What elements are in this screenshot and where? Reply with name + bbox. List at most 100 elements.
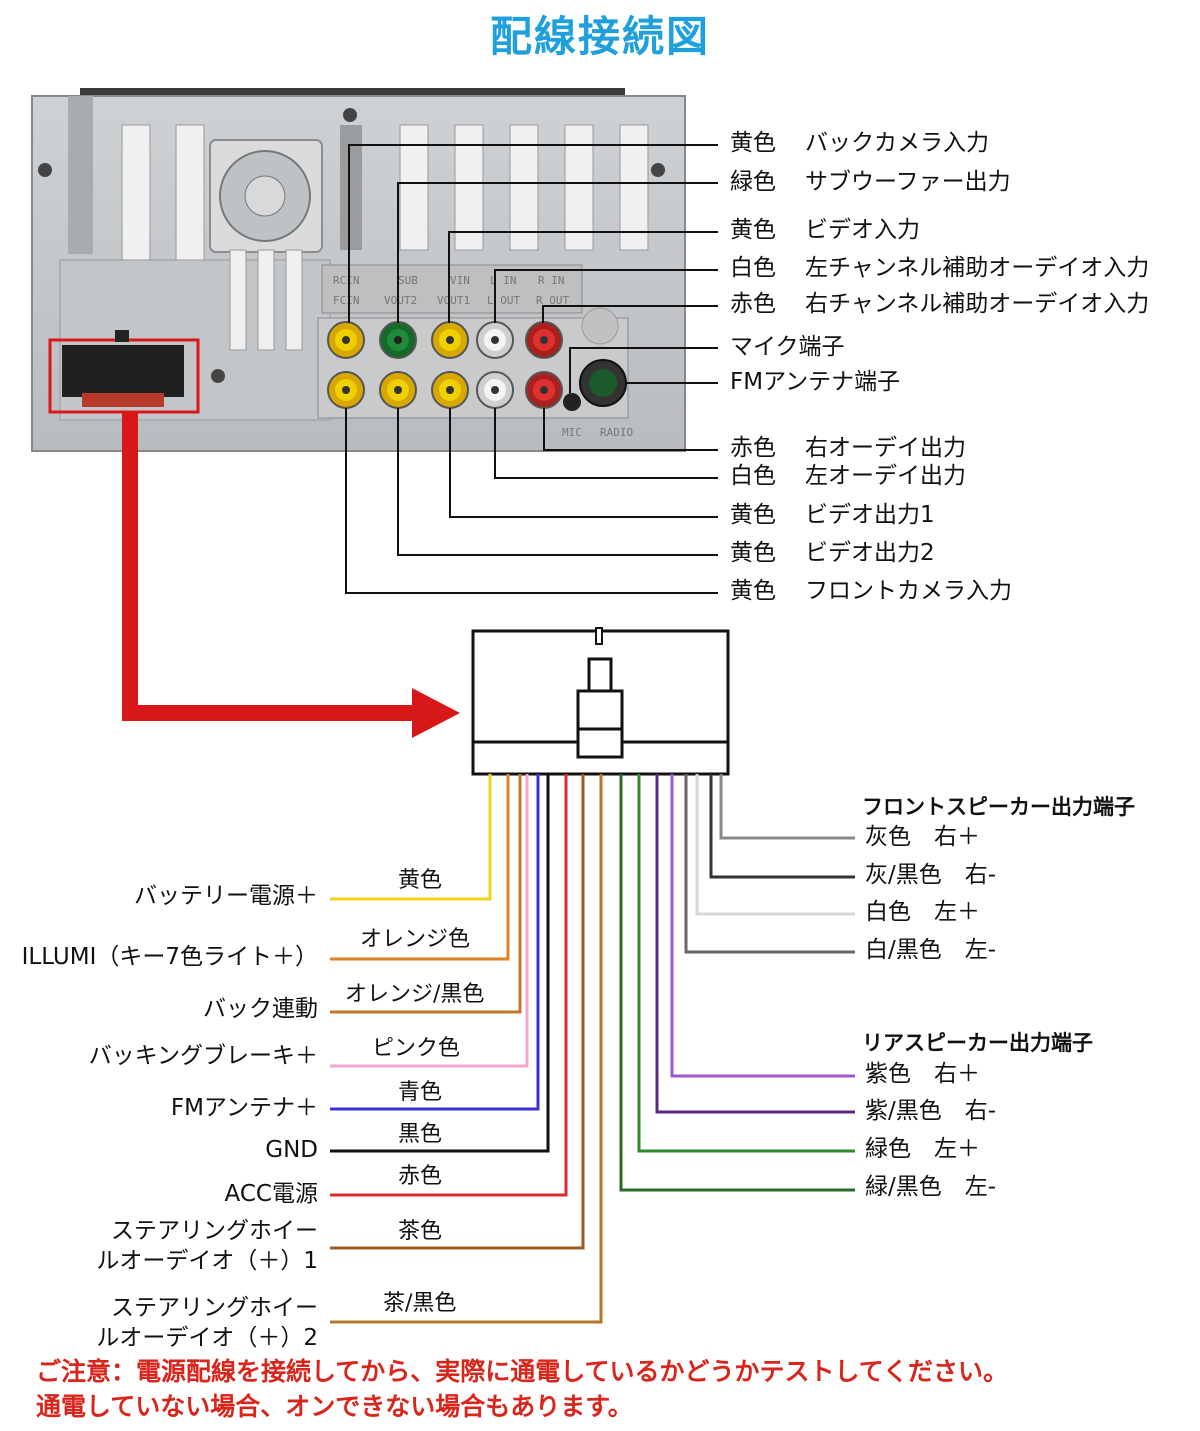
rca-label-text: 右オーデイ出力 <box>805 435 966 461</box>
panel-label: L OUT <box>487 294 520 307</box>
wire-gray <box>719 774 855 840</box>
wire-orange-black <box>330 774 522 1014</box>
rca-jack-green <box>379 321 417 359</box>
rca-jacks-bottom <box>327 359 627 411</box>
rca-label-color: 赤色 <box>730 435 776 461</box>
wire-purple-black <box>655 774 855 1114</box>
wire-purple <box>670 774 855 1078</box>
rear-speaker-header: リアスピーカー出力端子 <box>862 1031 1093 1055</box>
wire-white-black <box>684 774 855 954</box>
speaker-wire-label: 灰色 右＋ <box>865 824 980 850</box>
wire-function-label: ステアリングホイー <box>111 1295 318 1321</box>
wire-function-label: バッテリー電源＋ <box>134 883 318 909</box>
rca-label-color: 黄色 <box>730 130 776 156</box>
panel-label: L IN <box>490 274 517 287</box>
rca-label-text: 左オーデイ出力 <box>805 463 966 489</box>
wire-brown-black <box>330 774 603 1324</box>
rca-label-color: 黄色 <box>730 217 776 243</box>
rca-label-color: 黄色 <box>730 502 776 528</box>
rca-jack-yellow <box>431 321 469 359</box>
notice-line-2: 通電していない場合、オンできない場合もあります。 <box>36 1392 633 1421</box>
rca-label-text: マイク端子 <box>730 334 845 360</box>
panel-label: VIN <box>450 274 470 287</box>
speaker-wire-label: 緑/黒色 左- <box>865 1174 997 1200</box>
wire-color-label: 黒色 <box>398 1122 443 1147</box>
speaker-wire-label: 紫/黒色 右- <box>865 1098 997 1124</box>
wire-gray-black <box>709 774 855 879</box>
panel-label: R OUT <box>536 294 569 307</box>
rca-leader-lines <box>345 144 718 594</box>
rca-label-text: バックカメラ入力 <box>805 130 989 156</box>
wire-color-label: 茶色 <box>398 1219 443 1244</box>
panel-label: VOUT1 <box>437 294 470 307</box>
rca-label-color: 黄色 <box>730 578 776 604</box>
rca-label-color: 緑色 <box>730 169 776 195</box>
rca-jack-white <box>476 321 514 359</box>
rca-label-text: ビデオ入力 <box>805 217 920 243</box>
wire-function-label: バッキングブレーキ＋ <box>88 1043 318 1069</box>
wire-function-label: GND <box>265 1137 318 1163</box>
wire-function-label: FMアンテナ＋ <box>170 1095 318 1121</box>
wire-yellow <box>330 774 492 901</box>
rca-jack-yellow <box>431 371 469 409</box>
wire-color-label: 黄色 <box>398 868 443 893</box>
panel-label: MIC <box>562 426 582 439</box>
wire-color-label: ピンク色 <box>372 1036 461 1061</box>
speaker-wire-label: 緑色 左＋ <box>865 1136 980 1162</box>
page-title: 配線接続図 <box>489 12 710 61</box>
left-wires <box>330 774 603 1324</box>
rca-label-color: 白色 <box>730 463 776 489</box>
wire-green-black <box>619 774 855 1192</box>
rca-label-text: ビデオ出力1 <box>805 502 935 528</box>
speaker-wire-label: 紫色 右＋ <box>865 1061 980 1087</box>
wire-green <box>637 774 855 1153</box>
red-arrow-icon <box>122 412 460 738</box>
wire-function-label: ルオーデイオ（＋）1 <box>96 1248 318 1274</box>
speaker-wire-label: 灰/黒色 右- <box>865 862 997 888</box>
wire-color-label: 赤色 <box>398 1164 443 1189</box>
wire-function-label: ACC電源 <box>224 1181 318 1207</box>
wire-brown <box>330 774 585 1250</box>
right-wires <box>619 774 855 1192</box>
notice-line-1: ご注意：電源配線を接続してから、実際に通電しているかどうかテストしてください。 <box>36 1357 1009 1386</box>
wire-function-label: ルオーデイオ（＋）2 <box>96 1325 318 1351</box>
rca-label-text: 右チャンネル補助オーデイオ入力 <box>805 291 1150 317</box>
rca-jack-red <box>525 371 563 409</box>
rca-label-text: フロントカメラ入力 <box>805 578 1012 604</box>
rca-label-text: ビデオ出力2 <box>805 540 935 566</box>
rca-label-color: 赤色 <box>730 291 776 317</box>
wire-function-label: ILLUMI（キー7色ライト＋） <box>21 944 318 970</box>
wire-function-label: ステアリングホイー <box>111 1218 318 1244</box>
wire-red <box>330 774 568 1197</box>
rca-label-color: 黄色 <box>730 540 776 566</box>
rca-label-color: 白色 <box>730 255 776 281</box>
speaker-wire-label: 白/黒色 左- <box>865 937 997 963</box>
wire-pink <box>330 774 529 1068</box>
wire-blue <box>330 774 540 1111</box>
speaker-wire-label: 白色 左＋ <box>865 899 980 925</box>
wire-black <box>330 774 550 1153</box>
rca-jack-red <box>525 321 563 359</box>
panel-label: FCIN <box>333 294 360 307</box>
rca-label-text: サブウーファー出力 <box>805 169 1011 195</box>
wire-function-label: バック連動 <box>203 996 318 1022</box>
rca-label-text: 左チャンネル補助オーデイオ入力 <box>805 255 1150 281</box>
panel-label: R IN <box>538 274 565 287</box>
rca-label-text: FMアンテナ端子 <box>730 369 901 395</box>
panel-label: RADIO <box>600 426 633 439</box>
harness-socket <box>48 330 200 414</box>
wire-color-label: 茶/黒色 <box>383 1291 457 1316</box>
rca-jack-yellow <box>327 371 365 409</box>
harness-connector <box>471 627 730 776</box>
wire-color-label: オレンジ色 <box>360 927 471 952</box>
wire-color-label: 青色 <box>398 1080 443 1105</box>
panel-label: VOUT2 <box>384 294 417 307</box>
wire-color-label: オレンジ/黒色 <box>345 982 485 1007</box>
rca-jack-yellow <box>327 321 365 359</box>
panel-label: SUB <box>398 274 418 287</box>
wire-white <box>695 774 855 916</box>
rca-jack-white <box>476 371 514 409</box>
wire-orange <box>330 774 510 961</box>
fm-antenna-jack <box>579 359 627 407</box>
